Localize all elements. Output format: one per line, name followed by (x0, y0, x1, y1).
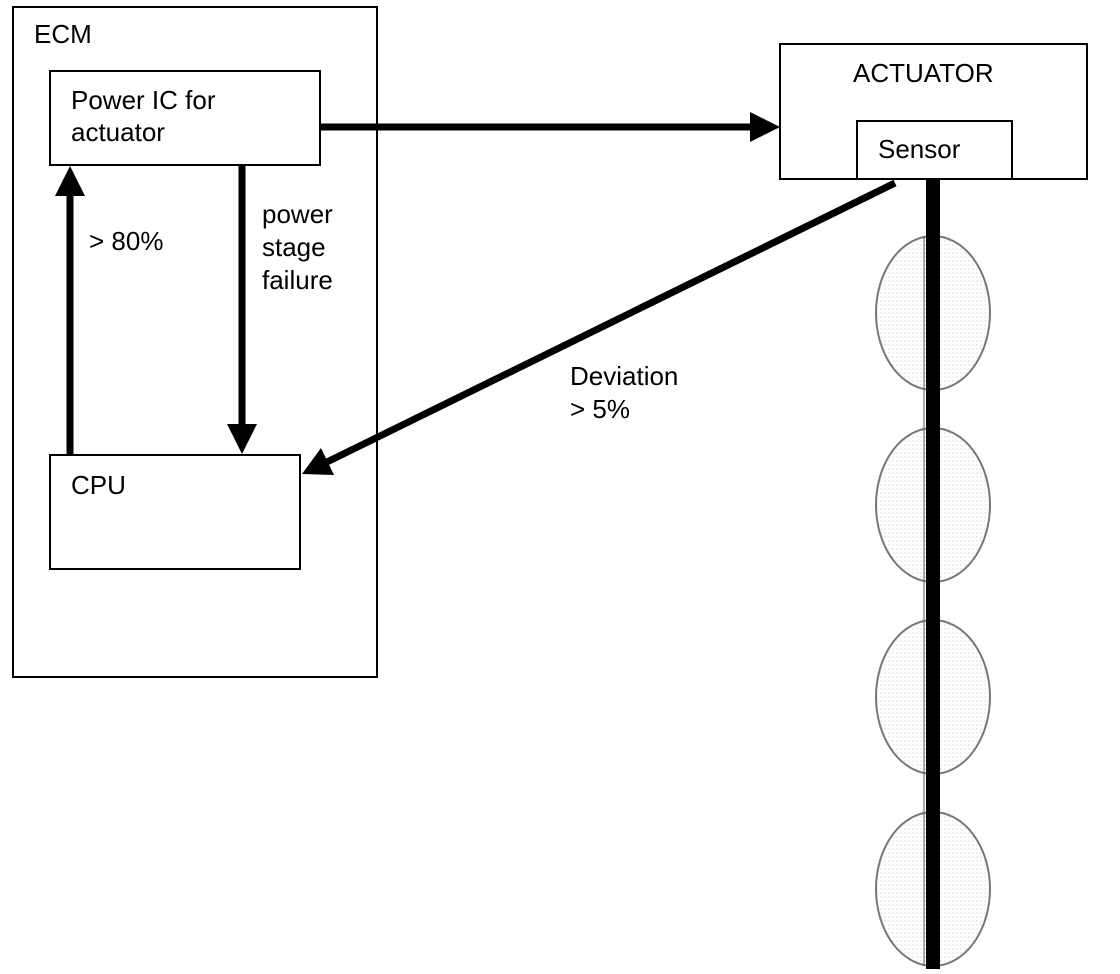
arrow-sensor-to-cpu (302, 179, 897, 475)
actuator-label: ACTUATOR (853, 58, 994, 88)
deviation-label-line1: Deviation (570, 361, 678, 391)
arrow-shaft (325, 179, 897, 466)
power-ic-label-line1: Power IC for (71, 85, 216, 115)
cpu-label: CPU (71, 470, 126, 500)
power-ic-label-line2: actuator (71, 117, 165, 147)
ellipse-chain (875, 179, 991, 969)
power-stage-failure-line2: stage (262, 232, 326, 262)
sensor-label: Sensor (878, 134, 961, 164)
arrow-cpu-to-power-ic (55, 166, 85, 455)
arrow-power-ic-to-actuator (320, 112, 780, 142)
ecm-block: ECM (12, 6, 378, 678)
power-ic-box (49, 70, 321, 166)
cpu-box (49, 454, 301, 570)
power-stage-failure-line1: power (262, 199, 333, 229)
actuator-block: ACTUATOR Sensor (779, 43, 1088, 180)
arrow-power-ic-to-cpu (227, 165, 257, 454)
power-stage-failure-line3: failure (262, 265, 333, 295)
ecm-label: ECM (34, 19, 92, 49)
vertical-shaft (926, 179, 940, 969)
arrow-head (302, 448, 334, 475)
ecm-frame (12, 6, 378, 678)
cpu-block: CPU (49, 454, 301, 570)
deviation-label-line2: > 5% (570, 394, 630, 424)
arrow-head (227, 424, 257, 454)
arrow-head (55, 166, 85, 196)
arrow-head (750, 112, 780, 142)
power-ic-block: Power IC for actuator (49, 70, 321, 166)
threshold-80-label: > 80% (89, 226, 163, 256)
